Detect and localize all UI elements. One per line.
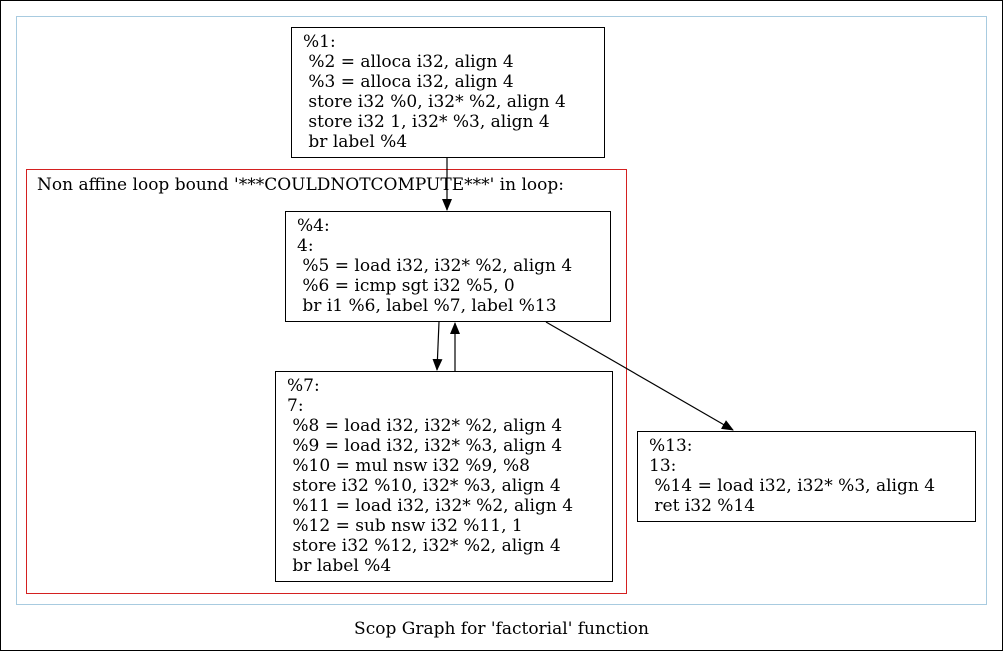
node-line: br i1 %6, label %7, label %13 bbox=[297, 296, 557, 316]
node-line: %12 = sub nsw i32 %11, 1 bbox=[287, 516, 523, 536]
node-line: %10 = mul nsw i32 %9, %8 bbox=[287, 456, 530, 476]
node-line: 7: bbox=[287, 396, 304, 416]
node-line: 4: bbox=[297, 236, 314, 256]
node-line: store i32 %10, i32* %3, align 4 bbox=[287, 476, 561, 496]
node-line: %5 = load i32, i32* %2, align 4 bbox=[297, 256, 573, 276]
node-line: %2 = alloca i32, align 4 bbox=[303, 52, 514, 72]
node-line: store i32 %12, i32* %2, align 4 bbox=[287, 536, 561, 556]
graph-caption: Scop Graph for 'factorial' function bbox=[354, 619, 649, 639]
node-line: %11 = load i32, i32* %2, align 4 bbox=[287, 496, 574, 516]
node-line: %4: bbox=[297, 216, 330, 236]
node-line: br label %4 bbox=[287, 556, 392, 576]
node-line: %13: bbox=[649, 436, 693, 456]
node-line: store i32 %0, i32* %2, align 4 bbox=[303, 92, 566, 112]
node-line: 13: bbox=[649, 456, 677, 476]
node-line: store i32 1, i32* %3, align 4 bbox=[303, 112, 550, 132]
region-label: Non affine loop bound '***COULDNOTCOMPUT… bbox=[37, 175, 564, 195]
node-line: ret i32 %14 bbox=[649, 496, 756, 516]
node-line: br label %4 bbox=[303, 132, 408, 152]
node-block-1: %1: %2 = alloca i32, align 4 %3 = alloca… bbox=[291, 27, 605, 158]
node-line: %1: bbox=[303, 32, 336, 52]
node-line: %14 = load i32, i32* %3, align 4 bbox=[649, 476, 936, 496]
node-line: %6 = icmp sgt i32 %5, 0 bbox=[297, 276, 515, 296]
scop-outer-cluster bbox=[16, 16, 987, 605]
node-line: %9 = load i32, i32* %3, align 4 bbox=[287, 436, 563, 456]
node-line: %8 = load i32, i32* %2, align 4 bbox=[287, 416, 563, 436]
node-block-4: %4: 4: %5 = load i32, i32* %2, align 4 %… bbox=[285, 211, 611, 322]
node-line: %3 = alloca i32, align 4 bbox=[303, 72, 514, 92]
node-block-7: %7: 7: %8 = load i32, i32* %2, align 4 %… bbox=[275, 371, 613, 582]
node-block-13: %13: 13: %14 = load i32, i32* %3, align … bbox=[637, 431, 976, 522]
node-line: %7: bbox=[287, 376, 320, 396]
